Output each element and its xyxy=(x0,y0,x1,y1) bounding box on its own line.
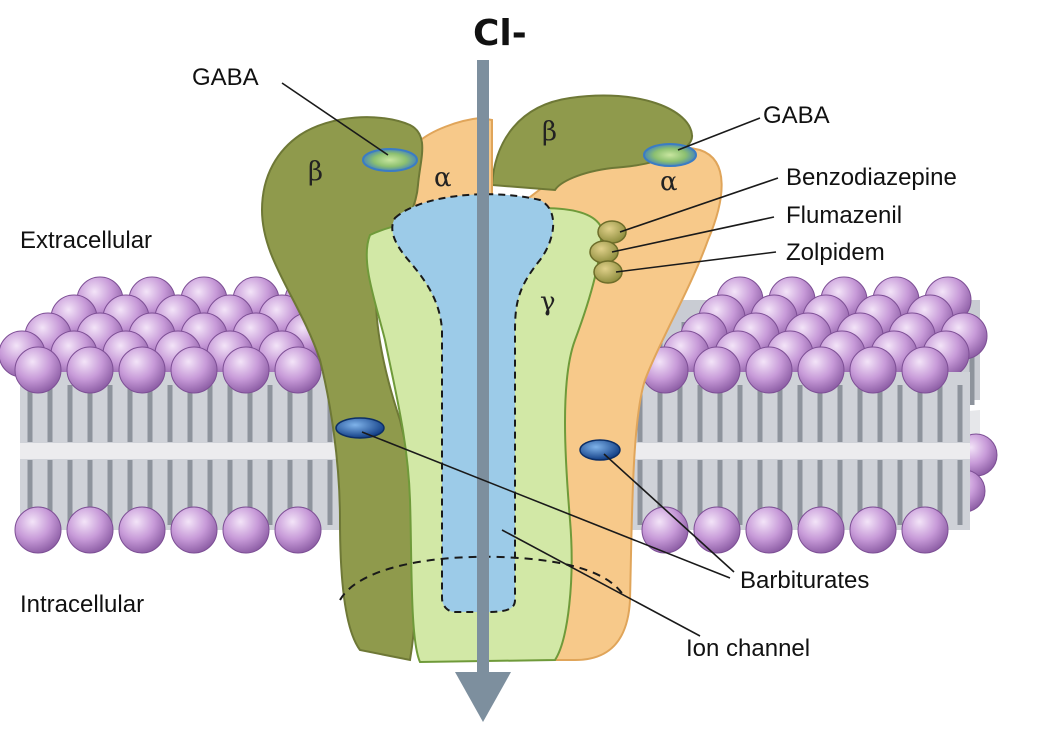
lipid-head xyxy=(223,507,269,553)
lipid-head xyxy=(67,347,113,393)
lipid-bilayer-front-left xyxy=(15,347,340,553)
gaba-label-left: GABA xyxy=(192,64,259,91)
alpha-left-label: α xyxy=(434,163,452,193)
lipid-head xyxy=(850,507,896,553)
lipid-head xyxy=(694,347,740,393)
lipid-head xyxy=(119,347,165,393)
lipid-head xyxy=(171,347,217,393)
lipid-bilayer-front-right xyxy=(630,347,970,553)
lipid-head xyxy=(902,347,948,393)
gaba-site-left[interactable] xyxy=(363,149,417,171)
lipid-head xyxy=(798,507,844,553)
barbiturate-site-left[interactable] xyxy=(336,418,384,438)
chloride-ion-label: Cl- xyxy=(473,13,527,54)
flumazenil-label: Flumazenil xyxy=(786,202,902,229)
lipid-head xyxy=(119,507,165,553)
lipid-head xyxy=(746,507,792,553)
ion-channel-label: Ion channel xyxy=(686,635,810,662)
barbiturates-label: Barbiturates xyxy=(740,567,869,594)
lipid-head xyxy=(15,507,61,553)
barbiturate-site-right[interactable] xyxy=(580,440,620,460)
lipid-head xyxy=(275,507,321,553)
lipid-head xyxy=(171,507,217,553)
lipid-head xyxy=(694,507,740,553)
lipid-head xyxy=(746,347,792,393)
lipid-head xyxy=(275,347,321,393)
gaba-site-right[interactable] xyxy=(644,144,696,166)
extracellular-label: Extracellular xyxy=(20,227,152,254)
lipid-head xyxy=(902,507,948,553)
gamma-label: γ xyxy=(540,287,556,317)
gaba-label-right: GABA xyxy=(763,102,830,129)
intracellular-label: Intracellular xyxy=(20,591,144,618)
alpha-right-label: α xyxy=(660,167,678,197)
lipid-head xyxy=(850,347,896,393)
beta-right-label: β xyxy=(542,117,557,147)
lipid-head xyxy=(67,507,113,553)
zolpidem-label: Zolpidem xyxy=(786,239,885,266)
beta-left-label: β xyxy=(308,157,323,187)
lipid-head xyxy=(798,347,844,393)
lipid-head xyxy=(223,347,269,393)
lipid-head xyxy=(15,347,61,393)
benzodiazepine-label: Benzodiazepine xyxy=(786,164,957,191)
